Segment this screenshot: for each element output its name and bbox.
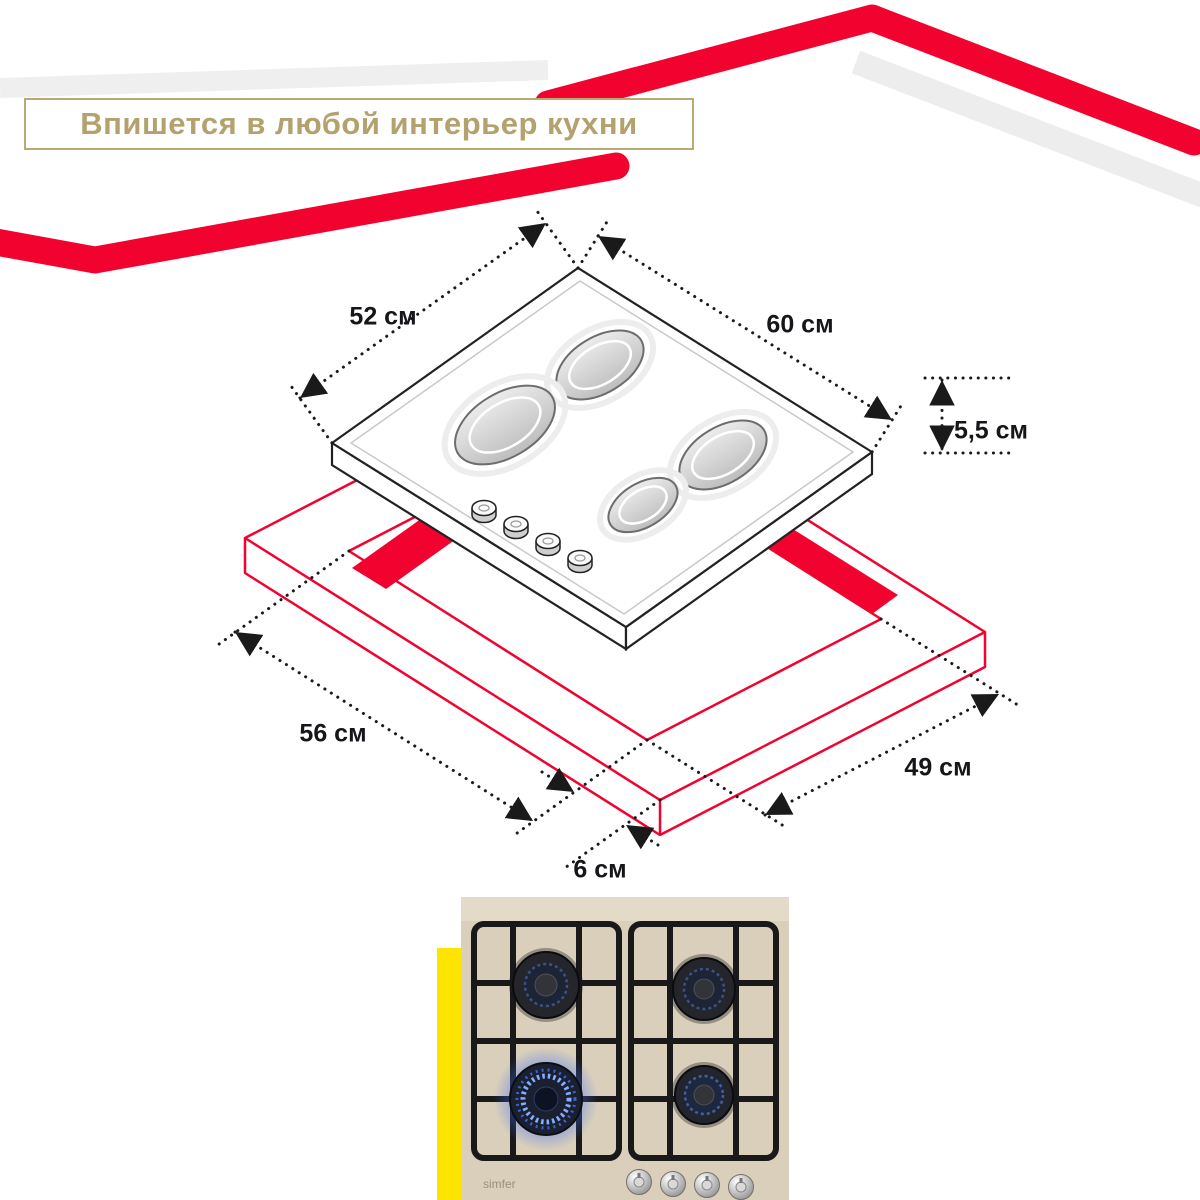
hob-body-top-shine [461,897,789,921]
headline-text: Впишется в любой интерьер кухни [80,106,638,141]
dimension-label-depth: 60 см [766,310,834,339]
burner-bottom [597,467,689,543]
product-photo: simfer [461,897,789,1200]
dim-line-49 [763,692,1001,817]
red-ribbon-left [0,152,630,274]
photo-knob [694,1172,720,1198]
photo-knobs [626,1169,754,1200]
red-ribbon-top [534,4,1200,156]
photo-knob [626,1169,652,1195]
ext-line [289,384,334,445]
dimension-label-cutout-depth: 49 см [904,753,972,782]
photo-burner-right-top [669,954,739,1024]
red-ribbons [0,4,1200,274]
ext-line [213,549,351,649]
photo-knob [660,1171,686,1197]
decorative-gray-bands [0,50,1200,208]
headline-banner: Впишется в любой интерьер кухни [24,98,694,150]
ext-line [645,738,789,830]
knob [567,549,593,574]
dimension-label-width: 52 см [349,302,417,331]
knob [503,515,529,540]
ext-line [511,738,649,838]
brand-label: simfer [483,1177,516,1191]
ext-line [535,209,580,270]
ext-line [576,215,612,270]
dimension-label-edge-gap: 6 см [573,855,627,884]
dim-line-60 [596,234,894,422]
dimension-lines [213,209,1023,872]
dim-arrow-6-left [540,767,576,794]
dimension-label-height: 5,5 см [953,416,1029,445]
photo-burner-right-bottom [671,1062,737,1128]
ext-line [879,617,1023,709]
dim-line-52 [298,221,548,400]
photo-burner-left-top [509,948,583,1022]
control-knobs [471,499,593,574]
photo-burner-left-bottom-lit [494,1047,598,1151]
ext-line [560,798,662,872]
dim-arrow-6-right [624,823,660,850]
knob [471,499,497,524]
ext-line [870,399,906,454]
red-strip-right [762,526,898,614]
photo-knob [728,1174,754,1200]
dimension-label-cutout-width: 56 см [299,719,367,748]
knob [535,532,561,557]
